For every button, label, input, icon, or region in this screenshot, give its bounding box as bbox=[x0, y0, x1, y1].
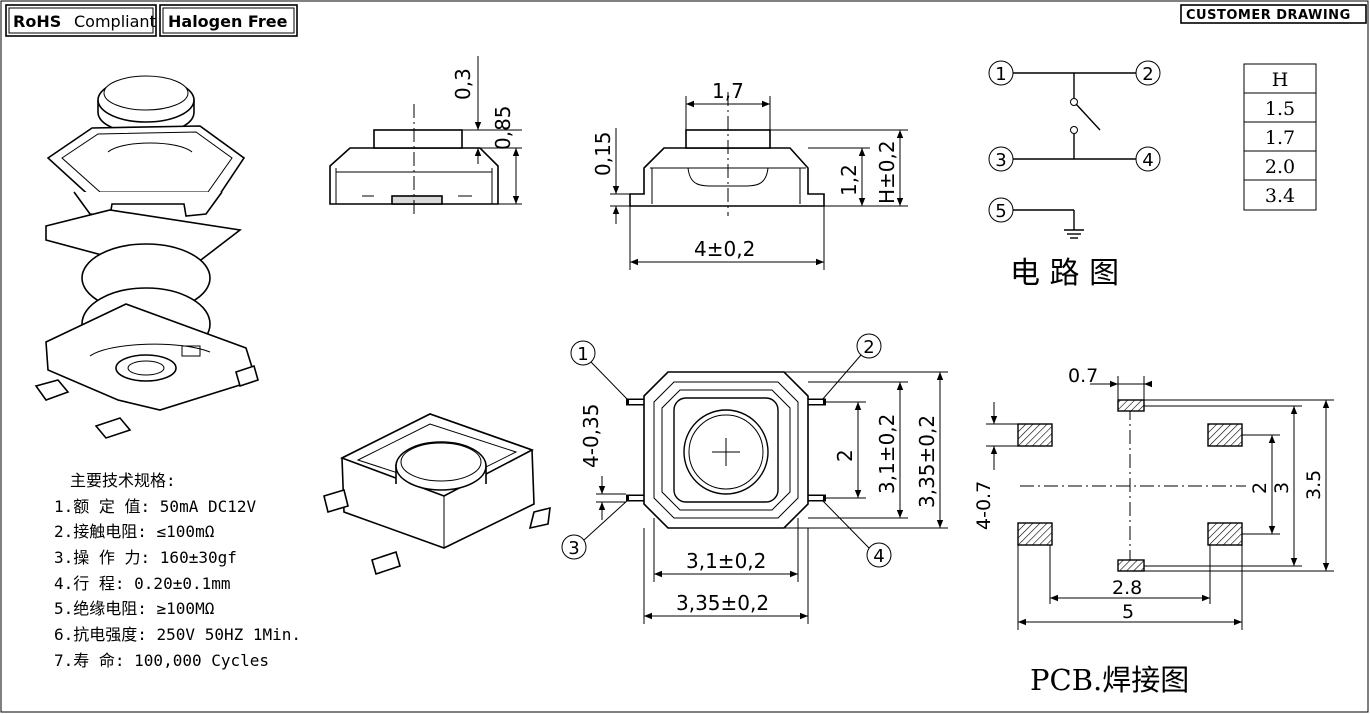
dim-label: H±0,2 bbox=[875, 140, 899, 204]
table-header: H bbox=[1272, 69, 1289, 91]
dim-label: 4-0.7 bbox=[973, 481, 995, 530]
dim-label: 0,85 bbox=[491, 105, 515, 150]
top-view: 1 2 3 4 4-0,35 2 3,1±0,2 3,35±0,2 3,1±0,… bbox=[561, 333, 948, 624]
dim-label: 2 bbox=[833, 449, 857, 462]
spec-item: 5.绝缘电阻: ≥100MΩ bbox=[54, 599, 215, 618]
dim-label: 4-0,35 bbox=[579, 404, 603, 468]
dim-label: 1,7 bbox=[712, 79, 744, 103]
circuit-diagram: 1 2 3 4 5 电 路 图 bbox=[988, 60, 1161, 291]
spec-item: 3.操 作 力: 160±30gf bbox=[54, 548, 237, 567]
dim-label: 0,3 bbox=[451, 68, 475, 100]
spec-item: 2.接触电阻: ≤100mΩ bbox=[54, 522, 215, 541]
rohs-label-rest: Compliant bbox=[74, 12, 156, 31]
dim-label: 3,1±0,2 bbox=[686, 549, 766, 573]
circuit-title: 电 路 图 bbox=[1010, 256, 1119, 291]
table-cell: 1.7 bbox=[1265, 127, 1295, 149]
pin-number: 1 bbox=[577, 344, 588, 365]
pin-number: 3 bbox=[995, 150, 1006, 171]
dim-label: 1,2 bbox=[837, 164, 861, 196]
pin-number: 4 bbox=[873, 546, 884, 567]
specifications: 主要技术规格: 1.额 定 值: 50mA DC12V 2.接触电阻: ≤100… bbox=[54, 471, 301, 670]
side-view: 0,3 0,85 bbox=[329, 56, 522, 214]
spec-item: 1.额 定 值: 50mA DC12V bbox=[54, 497, 256, 516]
dim-label: 0,15 bbox=[591, 131, 615, 176]
pin-number: 1 bbox=[995, 64, 1006, 85]
dim-label: 2 bbox=[1249, 482, 1271, 494]
front-view: 1,7 0,15 1,2 H±0,2 4±0,2 bbox=[591, 79, 908, 270]
dim-label: 3 bbox=[1271, 482, 1293, 494]
table-cell: 1.5 bbox=[1265, 98, 1295, 120]
halogen-free-label: Halogen Free bbox=[168, 12, 288, 31]
rohs-label-bold: RoHS bbox=[13, 12, 61, 31]
dim-label: 3,1±0,2 bbox=[875, 414, 899, 494]
dim-label: 2.8 bbox=[1112, 577, 1142, 599]
table-cell: 2.0 bbox=[1265, 156, 1295, 178]
pin-number: 2 bbox=[1142, 64, 1153, 85]
height-table: H 1.5 1.7 2.0 3.4 bbox=[1243, 63, 1317, 211]
rohs-badge: RoHS Compliant bbox=[5, 4, 157, 37]
spec-item: 4.行 程: 0.20±0.1mm bbox=[54, 574, 231, 593]
pcb-footprint: 0.7 4-0.7 2 3 3.5 2.8 5 PCB.焊接图 bbox=[973, 365, 1334, 697]
pcb-title: PCB.焊接图 bbox=[1030, 663, 1189, 697]
dim-label: 3,35±0,2 bbox=[915, 415, 939, 508]
pin-number: 3 bbox=[568, 538, 579, 559]
spec-item: 6.抗电强度: 250V 50HZ 1Min. bbox=[54, 625, 301, 644]
customer-drawing-label: CUSTOMER DRAWING bbox=[1186, 8, 1351, 23]
dim-label: 4±0,2 bbox=[694, 237, 755, 261]
pin-number: 4 bbox=[1142, 150, 1153, 171]
spec-item: 7.寿 命: 100,000 Cycles bbox=[54, 651, 269, 670]
specs-title: 主要技术规格: bbox=[70, 471, 176, 490]
dim-label: 0.7 bbox=[1068, 365, 1098, 387]
halogen-free-badge: Halogen Free bbox=[159, 4, 298, 37]
dim-label: 5 bbox=[1122, 601, 1134, 623]
dim-label: 3.5 bbox=[1303, 470, 1325, 500]
customer-drawing-badge: CUSTOMER DRAWING bbox=[1180, 4, 1367, 24]
exploded-view bbox=[34, 75, 259, 439]
pin-number: 2 bbox=[863, 337, 874, 358]
isometric-view bbox=[323, 413, 551, 576]
dim-label: 3,35±0,2 bbox=[676, 591, 769, 615]
pin-number: 5 bbox=[995, 201, 1006, 222]
table-cell: 3.4 bbox=[1265, 185, 1295, 207]
